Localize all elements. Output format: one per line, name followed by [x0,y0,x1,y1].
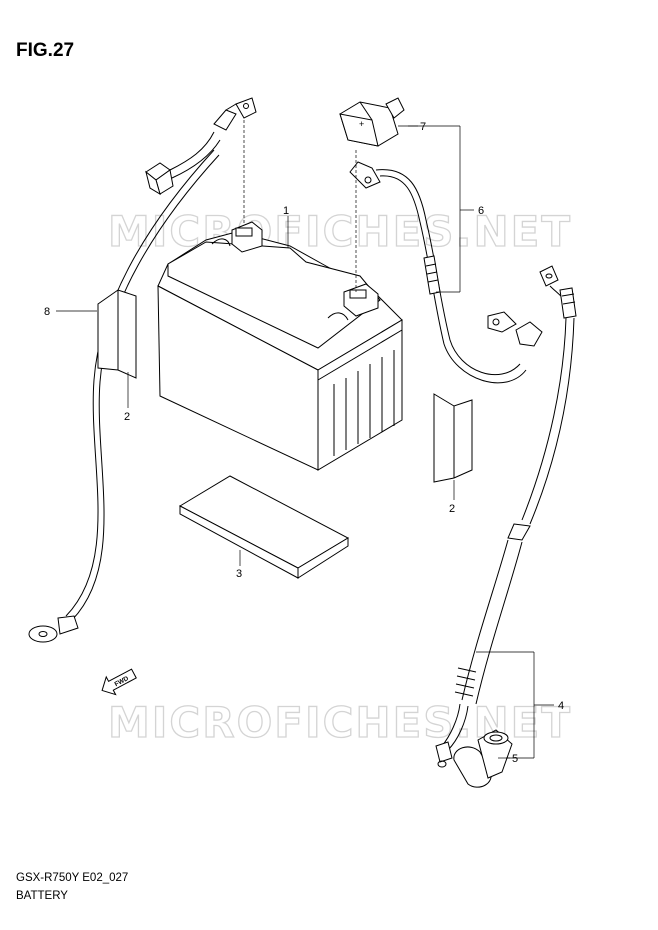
callout-3: 3 [236,568,242,580]
fwd-arrow-icon: FWD [101,668,137,696]
callout-2-right: 2 [449,503,455,515]
part-2-pad-right [433,393,473,500]
svg-text:+: + [359,119,364,129]
callout-4: 4 [558,700,564,712]
callout-5: 5 [512,753,518,765]
model-code: GSX-R750Y E02_027 [16,872,129,884]
part-7-terminal-cover: + [339,97,405,147]
part-2-pad-left [97,289,137,408]
callout-6: 6 [478,205,484,217]
part-6-positive-lead [349,150,543,384]
callout-1: 1 [283,205,289,217]
part-8-lead-wire [28,97,257,643]
part-1-battery [157,216,403,471]
callout-2-left: 2 [124,411,130,423]
watermark-top: MICROFICHES.NET [108,207,572,256]
part-4-starter-cable [435,265,577,768]
figure-title: FIG.27 [16,40,75,61]
callout-8: 8 [44,306,50,318]
callout-7: 7 [420,121,426,133]
part-3-mat [178,475,350,579]
section-name: BATTERY [16,890,68,902]
